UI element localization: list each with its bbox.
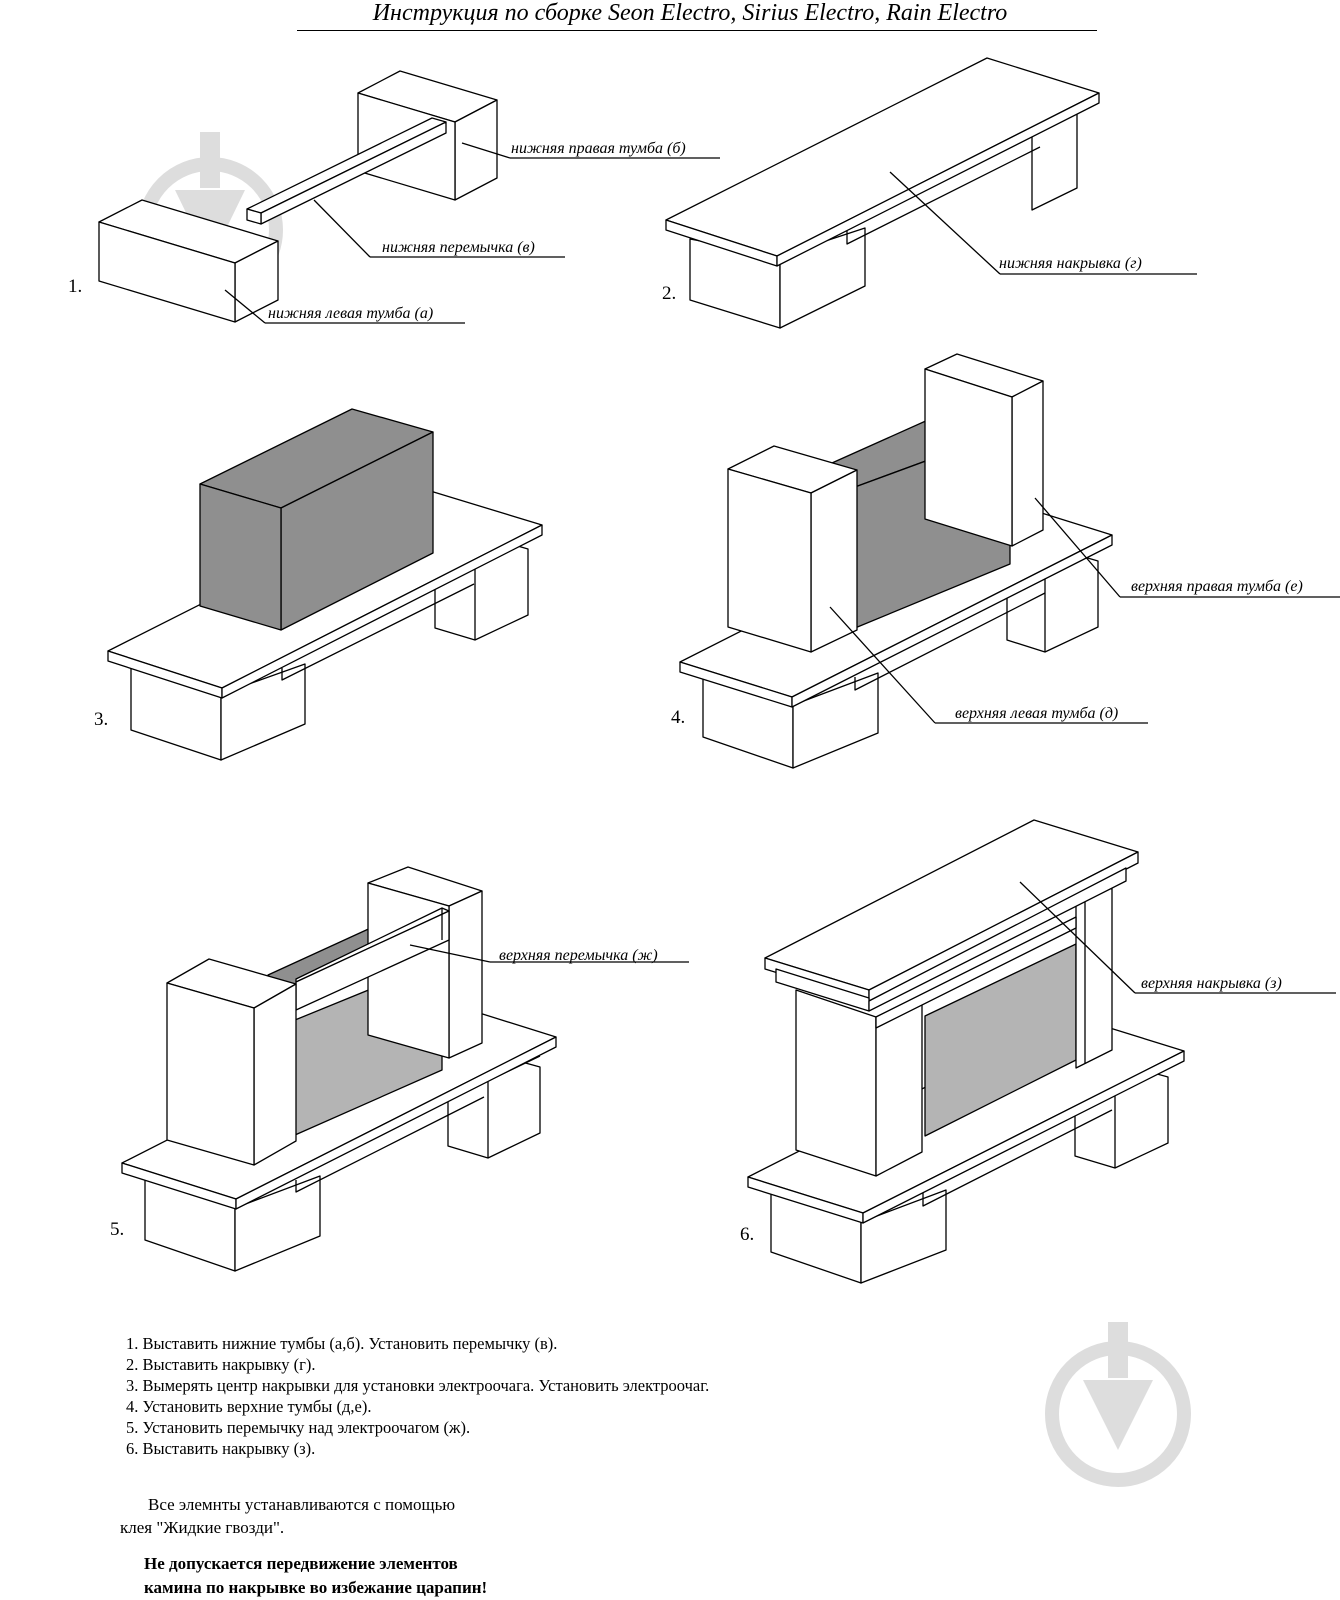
figure-3-number: 3.	[94, 709, 108, 730]
step-4: 4. Установить верхние тумбы (д,е).	[126, 1397, 372, 1416]
step-3: 3. Вымерять центр накрывки для установки…	[126, 1376, 710, 1395]
figure-5-number: 5.	[110, 1219, 124, 1240]
figure-4-number: 4.	[671, 707, 685, 728]
warning-line-2: камина по накрывке во избежание царапин!	[144, 1578, 488, 1597]
figure-1-number: 1.	[68, 276, 82, 297]
label-upper-left-cabinet: верхняя левая тумба (д)	[955, 705, 1118, 722]
label-lower-lintel: нижняя перемычка (в)	[382, 239, 535, 256]
page-title: Инструкция по сборке Seon Electro, Siriu…	[372, 0, 1008, 26]
figure-4	[679, 353, 1340, 769]
figure-5	[121, 866, 689, 1272]
figure-1	[98, 70, 720, 324]
title-underline	[297, 30, 1097, 31]
figure-3	[107, 408, 543, 761]
figure-2	[665, 57, 1197, 329]
step-6: 6. Выставить накрывку (з).	[126, 1439, 316, 1458]
label-upper-lintel: верхняя перемычка (ж)	[499, 947, 658, 964]
warning-line-1: Не допускается передвижение элементов	[144, 1554, 458, 1573]
step-5: 5. Установить перемычку над электроочаго…	[126, 1418, 471, 1437]
step-2: 2. Выставить накрывку (г).	[126, 1355, 316, 1374]
figure-2-number: 2.	[662, 283, 676, 304]
label-upper-top-slab: верхняя накрывка (з)	[1141, 975, 1282, 992]
glue-note-line-1: Все элемнты устанавливаются с помощью	[148, 1495, 456, 1514]
glue-note-line-2: клея "Жидкие гвозди".	[120, 1518, 285, 1537]
watermark-logo-bottom-icon	[1045, 1322, 1191, 1487]
figure-6	[747, 819, 1336, 1284]
label-lower-left-cabinet: нижняя левая тумба (а)	[268, 305, 433, 322]
label-upper-right-cabinet: верхняя правая тумба (е)	[1131, 578, 1303, 595]
label-lower-right-cabinet: нижняя правая тумба (б)	[511, 140, 686, 157]
assembly-steps: 1. Выставить нижние тумбы (а,б). Установ…	[126, 1333, 709, 1459]
step-1: 1. Выставить нижние тумбы (а,б). Установ…	[126, 1334, 558, 1353]
label-lower-top-slab: нижняя накрывка (г)	[999, 255, 1142, 272]
scratch-warning: Не допускается передвижение элементов ка…	[144, 1552, 487, 1600]
glue-note: Все элемнты устанавливаются с помощью кл…	[120, 1493, 455, 1539]
figure-6-number: 6.	[740, 1224, 754, 1245]
